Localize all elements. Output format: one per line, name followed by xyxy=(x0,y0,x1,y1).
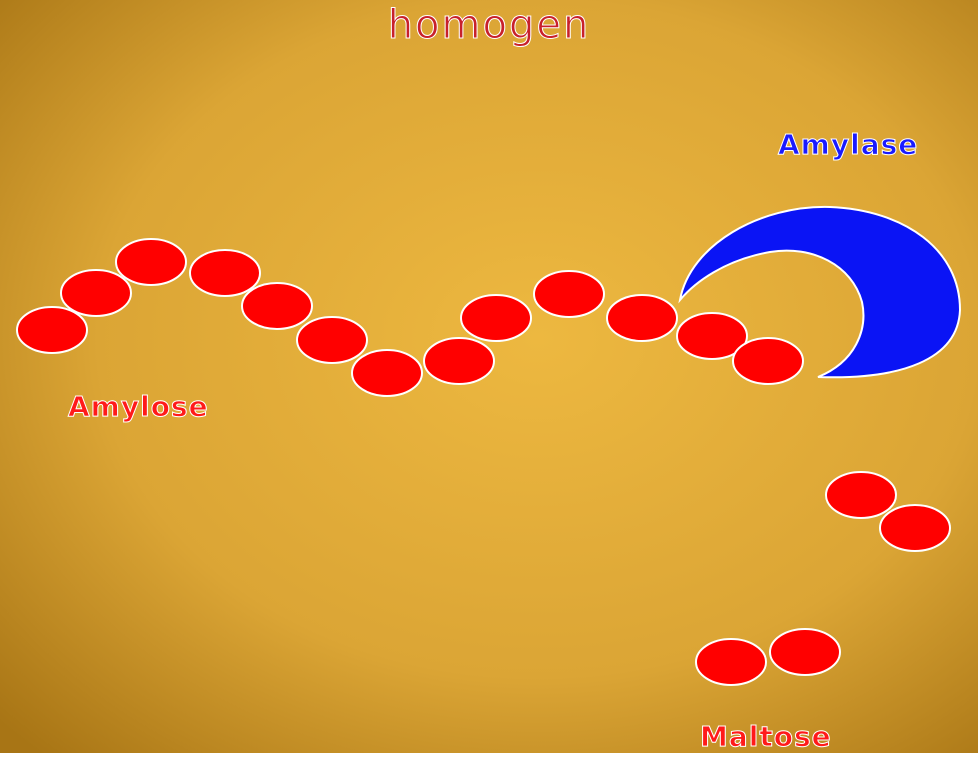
glucose-unit xyxy=(424,338,494,384)
amylase-label: Amylase xyxy=(778,128,918,161)
glucose-unit xyxy=(61,270,131,316)
glucose-unit xyxy=(190,250,260,296)
glucose-unit xyxy=(880,505,950,551)
title-label: homogen xyxy=(0,2,978,48)
glucose-unit xyxy=(242,283,312,329)
maltose-label: Maltose xyxy=(700,720,832,753)
amylose-label: Amylose xyxy=(68,390,209,423)
glucose-unit xyxy=(770,629,840,675)
glucose-unit xyxy=(17,307,87,353)
glucose-unit xyxy=(696,639,766,685)
glucose-unit xyxy=(607,295,677,341)
glucose-unit xyxy=(534,271,604,317)
glucose-unit xyxy=(352,350,422,396)
glucose-unit xyxy=(116,239,186,285)
glucose-unit xyxy=(733,338,803,384)
glucose-unit xyxy=(461,295,531,341)
glucose-unit xyxy=(826,472,896,518)
glucose-unit xyxy=(297,317,367,363)
